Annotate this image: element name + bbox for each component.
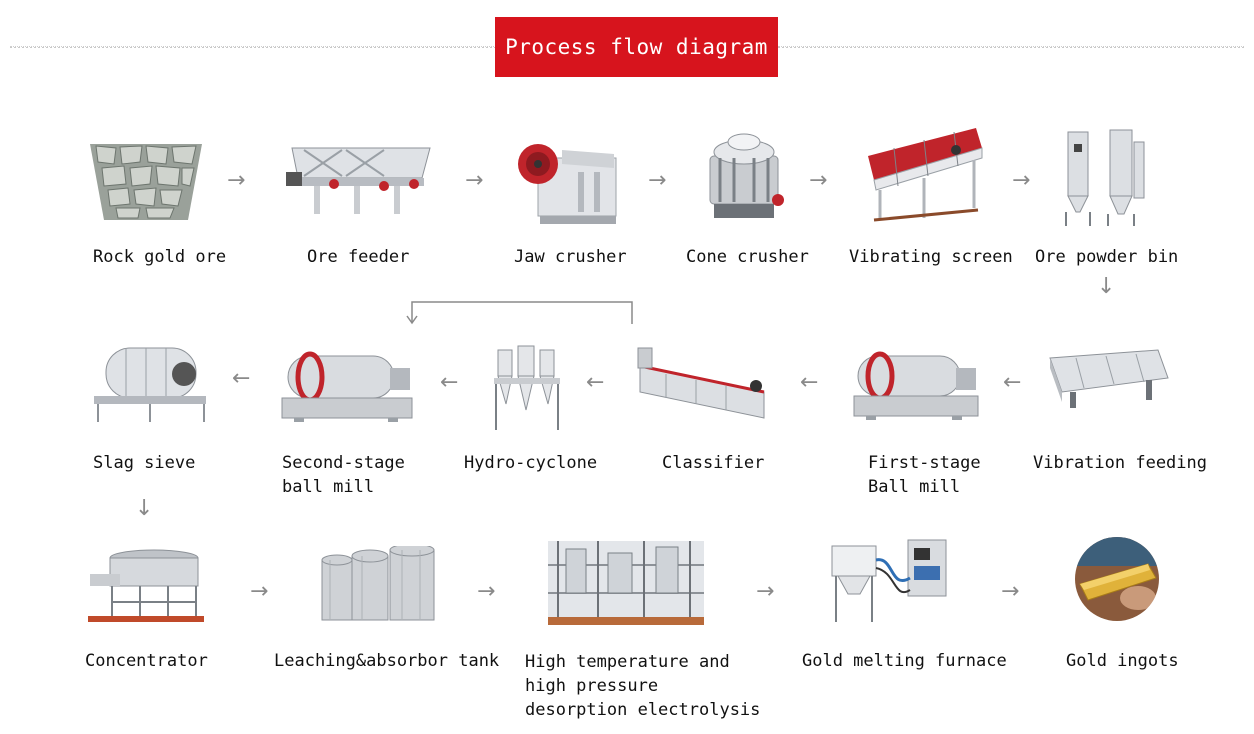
arrow-right-5: → [1012,170,1030,192]
label-jaw-crusher: Jaw crusher [514,245,627,269]
concentrator-image [88,546,204,622]
return-loop-connector [400,296,640,328]
jaw-crusher-image [518,128,618,228]
header-rule-left [10,46,496,51]
ore-powder-bin-image [1062,126,1148,228]
arrow-right-1: → [227,170,245,192]
label-first-stage-ball-mill: First-stage Ball mill [868,451,981,499]
label-slag-sieve: Slag sieve [93,451,195,475]
arrow-right-9: → [1001,581,1019,603]
label-ore-feeder: Ore feeder [307,245,409,269]
classifier-image [636,346,772,426]
leaching-tank-image [320,546,438,624]
label-second-stage-ball-mill: Second-stage ball mill [282,451,405,499]
arrow-left-3: ← [586,372,604,394]
arrow-left-5: ← [232,368,250,390]
gold-ingots-image [1074,536,1160,622]
label-leaching-tank: Leaching&absorbor tank [274,649,499,673]
label-cone-crusher: Cone crusher [686,245,809,269]
label-gold-ingots: Gold ingots [1066,649,1179,673]
arrow-right-3: → [648,170,666,192]
label-gold-melting-furnace: Gold melting furnace [802,649,1007,673]
cone-crusher-image [700,130,788,226]
arrow-left-2: ← [800,372,818,394]
header-rule-right [778,46,1244,51]
arrow-down-2: ↓ [135,498,153,520]
arrow-down-1: ↓ [1097,276,1115,298]
desorption-electrolysis-image [548,541,704,625]
label-rock-gold-ore: Rock gold ore [93,245,226,269]
diagram-title: Process flow diagram [505,35,768,59]
arrow-left-1: ← [1003,372,1021,394]
label-vibrating-screen: Vibrating screen [849,245,1013,269]
arrow-left-4: ← [440,372,458,394]
arrow-right-7: → [477,581,495,603]
vibrating-screen-image [864,126,986,224]
label-classifier: Classifier [662,451,764,475]
vibration-feeding-image [1046,344,1172,412]
label-desorption-electrolysis: High temperature and high pressure desor… [525,650,760,722]
title-banner: Process flow diagram [495,17,778,77]
label-concentrator: Concentrator [85,649,208,673]
arrow-right-2: → [465,170,483,192]
label-hydro-cyclone: Hydro-cyclone [464,451,597,475]
second-stage-ball-mill-image [280,344,414,424]
arrow-right-6: → [250,581,268,603]
rock-gold-ore-image [90,142,202,222]
ore-feeder-image [284,142,434,218]
gold-melting-furnace-image [830,538,948,624]
slag-sieve-image [92,340,210,424]
arrow-right-4: → [809,170,827,192]
first-stage-ball-mill-image [852,344,980,422]
hydro-cyclone-image [490,344,566,434]
arrow-right-8: → [756,581,774,603]
label-ore-powder-bin: Ore powder bin [1035,245,1178,269]
label-vibration-feeding: Vibration feeding [1033,451,1207,475]
